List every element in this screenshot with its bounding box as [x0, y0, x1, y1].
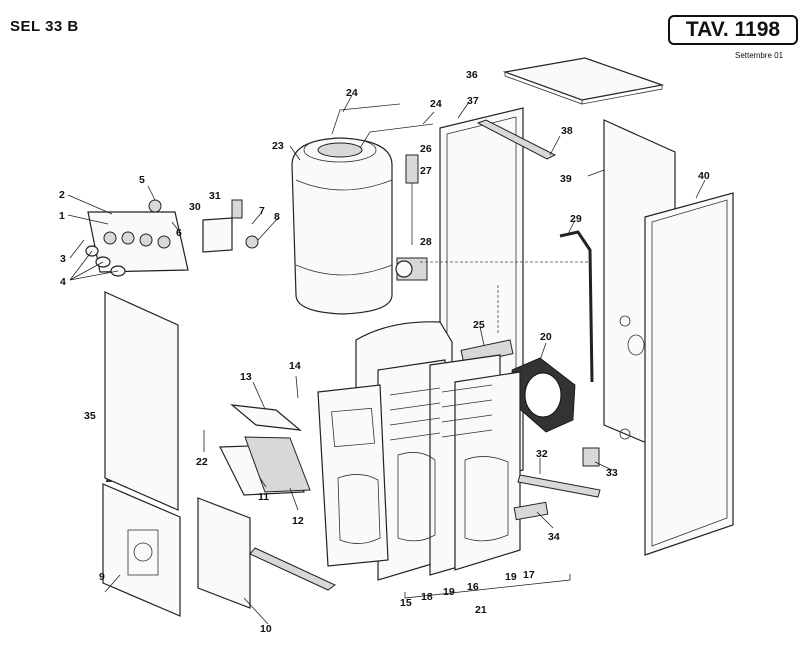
- label-3: 3: [60, 253, 66, 265]
- label-36: 36: [466, 69, 478, 81]
- label-18: 18: [421, 591, 433, 603]
- label-29: 29: [570, 213, 582, 225]
- table-number-box: TAV. 1198: [668, 15, 798, 45]
- part-flow-pipe: [559, 230, 594, 383]
- label-17: 17: [523, 569, 535, 581]
- label-33: 33: [606, 467, 618, 479]
- label-16: 16: [467, 581, 479, 593]
- part-side-panel-right: [644, 192, 734, 556]
- part-storage-tank: [291, 137, 393, 315]
- label-31: 31: [209, 190, 221, 202]
- label-6: 6: [176, 227, 182, 239]
- label-25: 25: [473, 319, 485, 331]
- label-15: 15: [400, 597, 412, 609]
- part-cover-plate: [230, 404, 302, 431]
- label-23: 23: [272, 140, 284, 152]
- label-40: 40: [698, 170, 710, 182]
- label-4: 4: [60, 276, 66, 288]
- part-bottom-bracket-left: [249, 547, 336, 591]
- part-heat-exchanger: [355, 321, 521, 581]
- label-11: 11: [258, 491, 269, 503]
- part-knob: [148, 199, 162, 213]
- label-12: 12: [292, 515, 304, 527]
- label-19a: 19: [443, 586, 455, 598]
- label-38: 38: [561, 125, 573, 137]
- table-number: TAV. 1198: [685, 18, 781, 41]
- part-bottom-bracket-right: [517, 474, 601, 498]
- label-24a: 24: [346, 87, 358, 99]
- part-thermostat: [245, 235, 259, 249]
- label-5: 5: [139, 174, 145, 186]
- label-1: 1: [59, 210, 65, 222]
- label-24b: 24: [430, 98, 442, 110]
- label-30: 30: [189, 201, 201, 213]
- part-front-door: [104, 291, 179, 511]
- part-insulation: [244, 436, 311, 493]
- label-26: 26: [420, 143, 432, 155]
- part-bracket: [476, 119, 557, 160]
- label-8: 8: [274, 211, 280, 223]
- label-22: 22: [196, 456, 208, 468]
- label-14: 14: [289, 360, 301, 372]
- label-32: 32: [536, 448, 548, 460]
- part-front-plate: [317, 384, 389, 567]
- label-35: 35: [84, 410, 96, 422]
- label-2: 2: [59, 189, 65, 201]
- label-20: 20: [540, 331, 552, 343]
- part-pump: [395, 257, 428, 281]
- model-title: SEL 33 B: [10, 18, 79, 35]
- part-fitting: [582, 447, 600, 467]
- label-7: 7: [259, 205, 265, 217]
- bracket-21: [404, 574, 571, 599]
- date-label: Settembre 01: [735, 51, 784, 60]
- label-21: 21: [475, 604, 487, 616]
- label-27: 27: [420, 165, 432, 177]
- label-37: 37: [467, 95, 479, 107]
- label-34: 34: [548, 531, 560, 543]
- part-control-bracket: [202, 217, 233, 253]
- part-spring: [231, 199, 243, 219]
- label-13: 13: [240, 371, 252, 383]
- label-39: 39: [560, 173, 572, 185]
- part-pipe-right: [359, 123, 434, 149]
- label-10: 10: [260, 623, 272, 635]
- label-19b: 19: [505, 571, 517, 583]
- part-sleeve: [513, 501, 549, 521]
- part-gasket: [511, 357, 576, 433]
- part-control-panel: [85, 211, 189, 277]
- part-pipe-left: [331, 103, 401, 135]
- label-9: 9: [99, 571, 105, 583]
- part-valve: [405, 154, 419, 184]
- part-inspection-panel: [197, 497, 251, 609]
- label-28: 28: [420, 236, 432, 248]
- part-lower-panel: [102, 483, 181, 617]
